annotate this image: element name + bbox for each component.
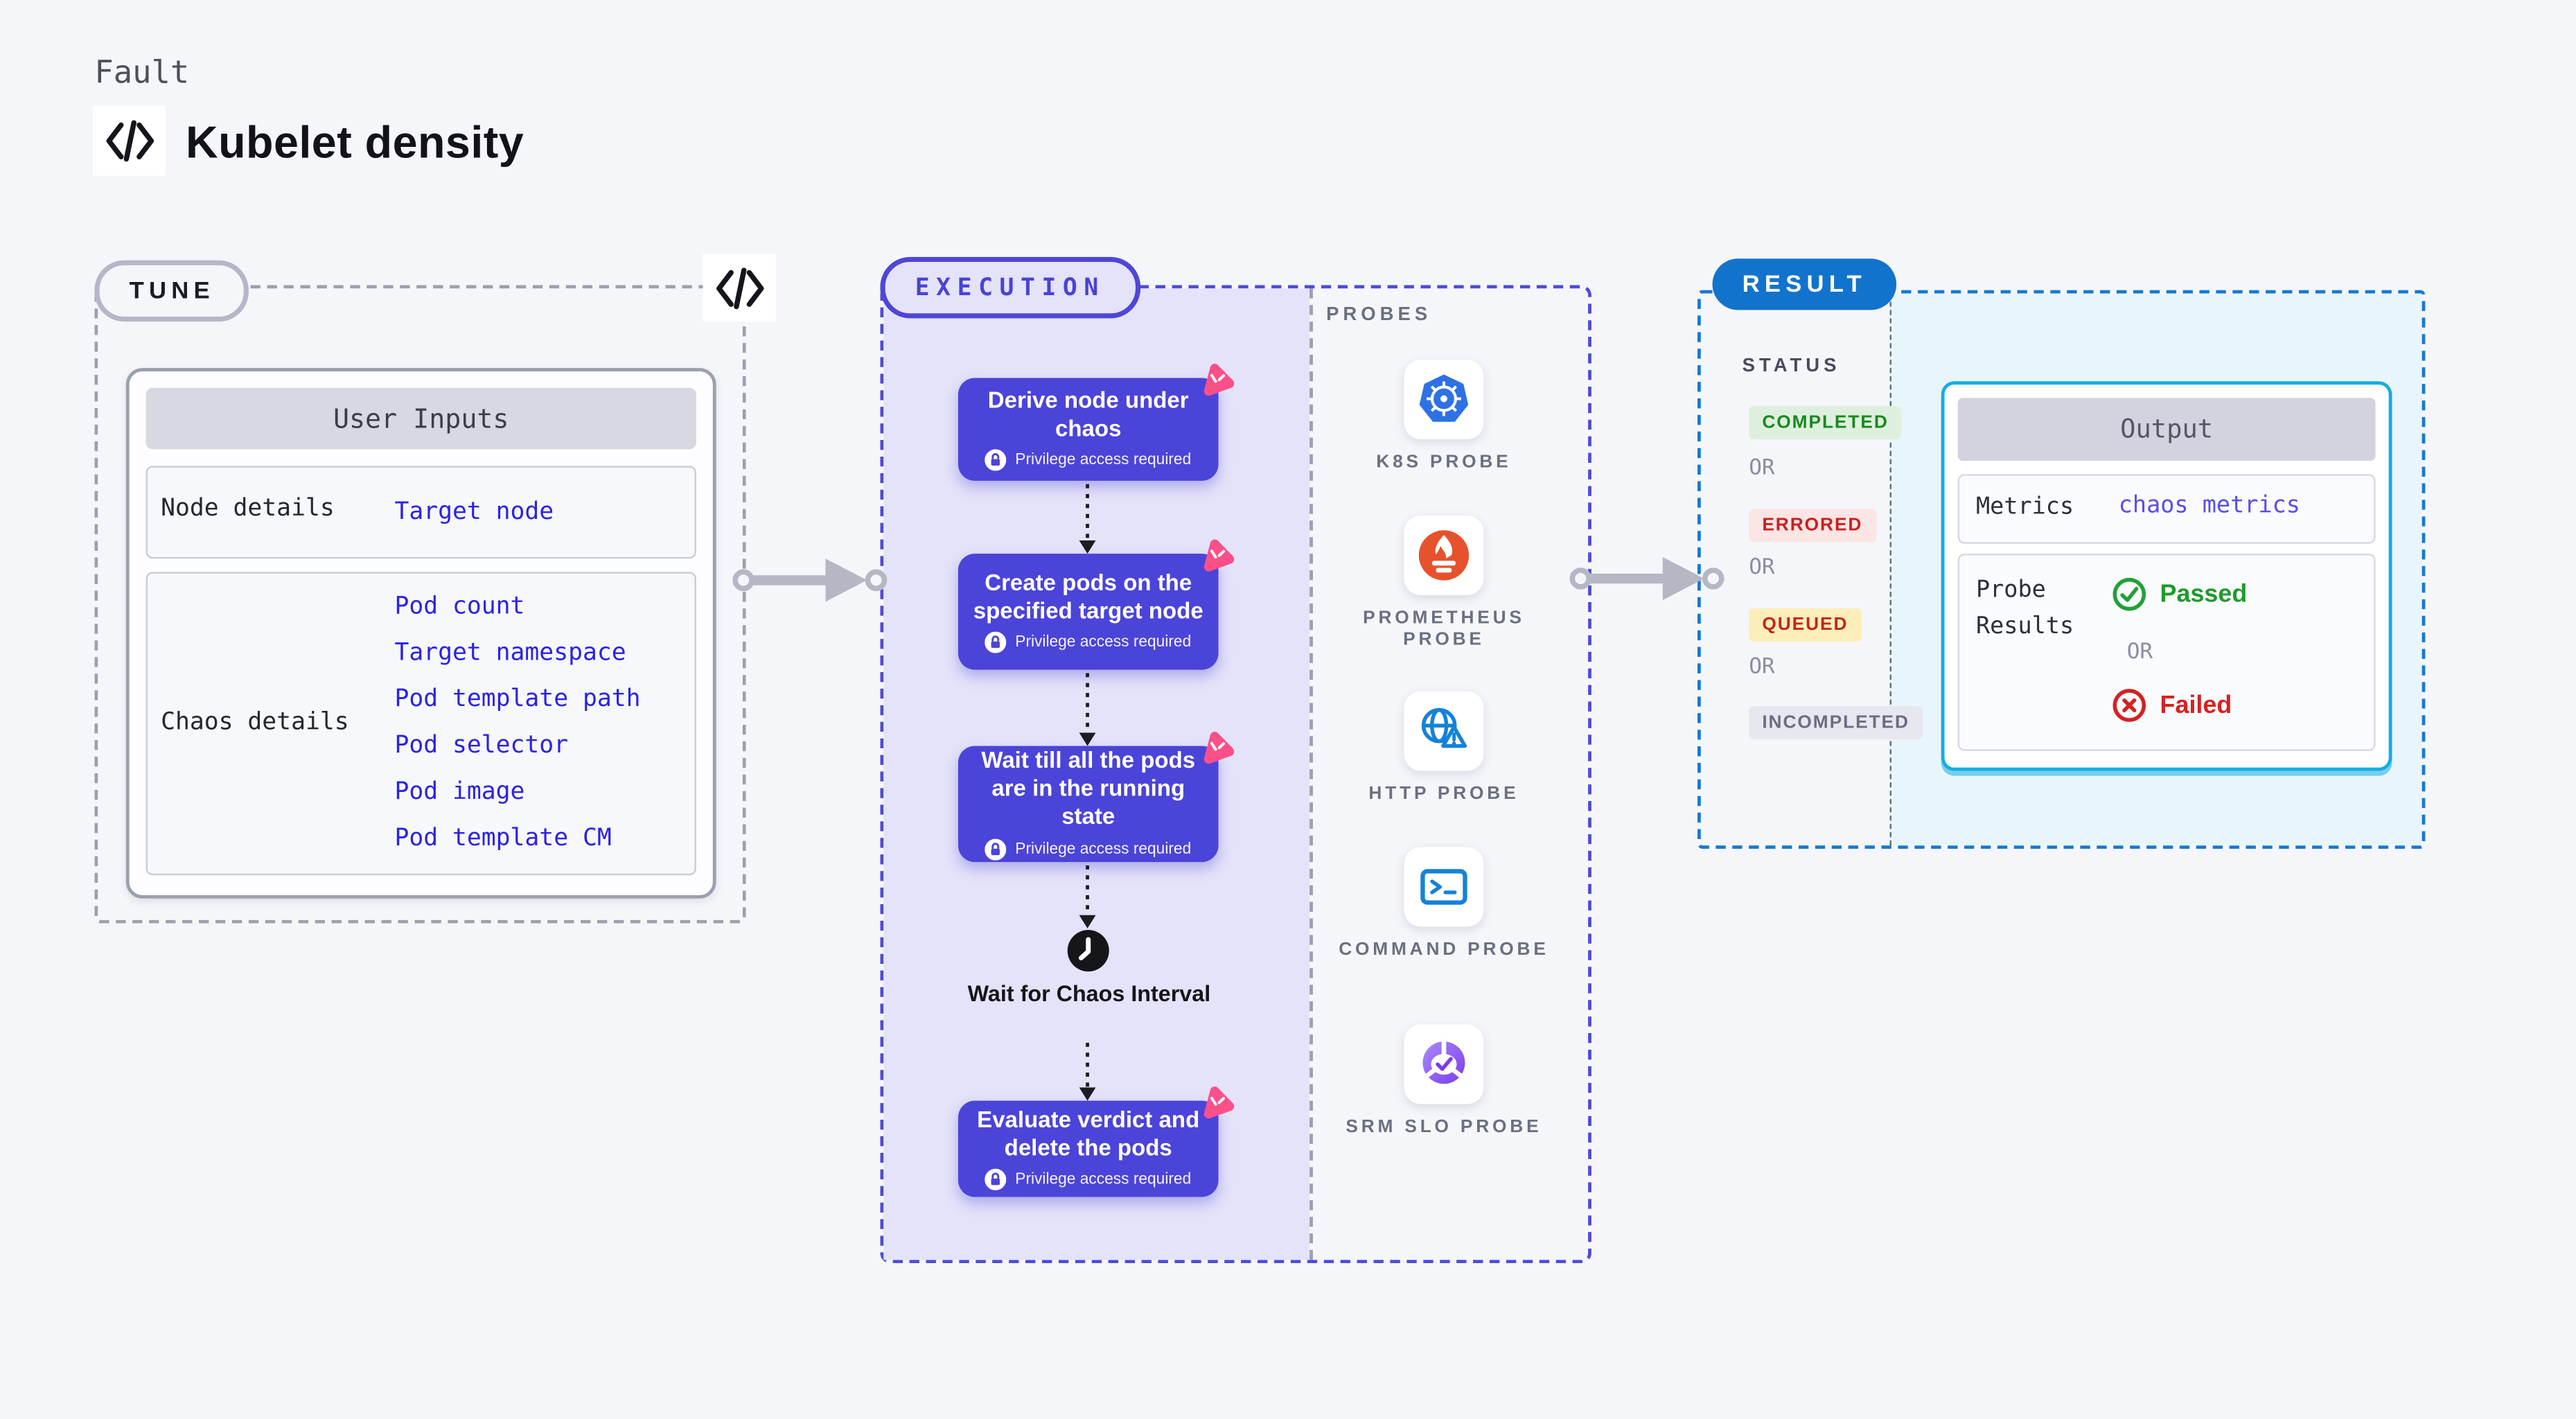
litmus-chaos-icon <box>1203 539 1235 572</box>
user-inputs-card: User Inputs Node details Target node Cha… <box>125 368 716 899</box>
status-badge-queued: QUEUED <box>1749 608 1862 642</box>
chaos-details-row: Chaos details Pod count Target namespace… <box>145 572 696 876</box>
step-wait-pods-running: Wait till all the pods are in the runnin… <box>958 732 1235 863</box>
x-circle-icon <box>2112 689 2146 722</box>
passed-label: Passed <box>2160 580 2248 609</box>
step-title: Derive node under chaos <box>987 387 1189 441</box>
slo-pie-check-icon <box>1422 1038 1465 1084</box>
step-title: Create pods on the specified target node <box>973 570 1203 623</box>
output-card: Output Metrics chaos metrics Probe Resul… <box>1941 381 2392 771</box>
metrics-label: Metrics <box>1975 493 2074 521</box>
privilege-label: Privilege access required <box>1015 840 1192 858</box>
flow-connector-icon <box>1079 1042 1096 1101</box>
row-label: Node details <box>161 495 335 522</box>
flow-connector-icon <box>1079 673 1096 746</box>
http-probe-card <box>1404 691 1484 771</box>
verdict-failed: Failed <box>2112 688 2232 723</box>
failed-label: Failed <box>2160 691 2232 720</box>
probes-heading: PROBES <box>1326 305 1432 325</box>
lock-icon <box>985 838 1007 861</box>
step-evaluate-verdict: Evaluate verdict and delete the pods Pri… <box>958 1086 1235 1197</box>
target-namespace-link[interactable]: Target namespace <box>394 640 626 667</box>
or-label: OR <box>1749 655 1775 680</box>
status-heading: STATUS <box>1742 356 1841 377</box>
or-label: OR <box>2126 640 2153 665</box>
privilege-note: Privilege access required <box>985 632 1192 654</box>
litmus-chaos-icon <box>1203 363 1235 396</box>
check-circle-icon <box>2112 577 2146 611</box>
terminal-icon <box>1420 869 1467 905</box>
globe-warning-icon <box>1421 707 1467 748</box>
privilege-label: Privilege access required <box>1015 1170 1192 1190</box>
page-title: Kubelet density <box>185 117 524 168</box>
pod-selector-link[interactable]: Pod selector <box>394 732 569 759</box>
pod-count-link[interactable]: Pod count <box>394 593 525 620</box>
target-node-link[interactable]: Target node <box>394 499 554 526</box>
k8s-probe-card <box>1404 360 1484 440</box>
tune-badge: TUNE <box>94 260 250 322</box>
k8s-probe-label: K8S PROBE <box>1376 452 1512 473</box>
command-probe-label: COMMAND PROBE <box>1339 940 1549 960</box>
flow-connector-icon <box>1079 865 1096 928</box>
probes-divider <box>1309 288 1313 1260</box>
verdict-passed: Passed <box>2112 577 2247 612</box>
lock-icon <box>985 1169 1007 1191</box>
execution-section: Derive node under chaos Privilege access… <box>880 285 1591 1264</box>
privilege-note: Privilege access required <box>985 838 1192 861</box>
pod-template-cm-link[interactable]: Pod template CM <box>394 825 612 852</box>
chaos-metrics-link[interactable]: chaos metrics <box>2118 492 2300 519</box>
user-inputs-header: User Inputs <box>145 387 696 450</box>
status-badge-incompleted: INCOMPLETED <box>1749 706 1923 740</box>
litmus-chaos-icon <box>1203 1086 1235 1119</box>
pod-template-path-link[interactable]: Pod template path <box>394 686 641 713</box>
flow-connector-icon <box>1079 484 1096 554</box>
or-label: OR <box>1749 555 1775 581</box>
metrics-row: Metrics chaos metrics <box>1957 474 2376 544</box>
pod-image-link[interactable]: Pod image <box>394 779 525 806</box>
node-details-row: Node details Target node <box>145 466 696 559</box>
code-icon <box>105 120 153 162</box>
srm-slo-probe-card <box>1404 1024 1484 1104</box>
lock-icon <box>985 632 1007 654</box>
result-badge: RESULT <box>1712 258 1896 310</box>
probe-results-label: Probe Results <box>1975 576 2074 641</box>
output-header: Output <box>1957 398 2376 461</box>
step-title: Evaluate verdict and delete the pods <box>977 1107 1200 1160</box>
prometheus-icon <box>1418 530 1470 581</box>
row-label: Chaos details <box>161 710 349 737</box>
prometheus-probe-card <box>1404 515 1484 595</box>
prometheus-probe-label: PROMETHEUS PROBE <box>1363 608 1525 651</box>
tune-section <box>94 285 746 924</box>
command-probe-card <box>1404 847 1484 927</box>
status-badge-completed: COMPLETED <box>1749 406 1902 440</box>
status-badge-errored: ERRORED <box>1749 509 1876 543</box>
code-icon <box>715 267 764 309</box>
kubernetes-icon <box>1419 374 1469 422</box>
step-derive-node: Derive node under chaos Privilege access… <box>958 363 1235 481</box>
privilege-label: Privilege access required <box>1015 451 1192 470</box>
wait-label: Wait for Chaos Interval <box>967 981 1211 1007</box>
code-icon-chip <box>92 106 166 176</box>
lock-icon <box>985 450 1007 472</box>
wait-node <box>1066 928 1111 982</box>
step-create-pods: Create pods on the specified target node… <box>958 539 1235 670</box>
privilege-label: Privilege access required <box>1015 633 1192 653</box>
result-section: STATUS COMPLETED OR ERRORED OR QUEUED OR… <box>1697 290 2426 849</box>
flow-arrow-tune-to-execution <box>732 558 888 602</box>
litmus-chaos-icon <box>1203 732 1235 764</box>
or-label: OR <box>1749 455 1775 481</box>
http-probe-label: HTTP PROBE <box>1368 784 1519 804</box>
probe-results-row: Probe Results Passed OR Failed <box>1957 554 2376 751</box>
code-icon-chip-corner <box>703 254 776 322</box>
result-divider <box>1889 293 1891 846</box>
privilege-note: Privilege access required <box>985 1169 1192 1191</box>
execution-badge: EXECUTION <box>880 256 1140 319</box>
fault-eyebrow: Fault <box>94 54 190 91</box>
clock-icon <box>1067 930 1109 972</box>
step-title: Wait till all the pods are in the runnin… <box>981 748 1196 829</box>
srm-slo-probe-label: SRM SLO PROBE <box>1346 1117 1542 1138</box>
privilege-note: Privilege access required <box>985 450 1192 472</box>
flow-arrow-execution-to-result <box>1569 556 1724 601</box>
